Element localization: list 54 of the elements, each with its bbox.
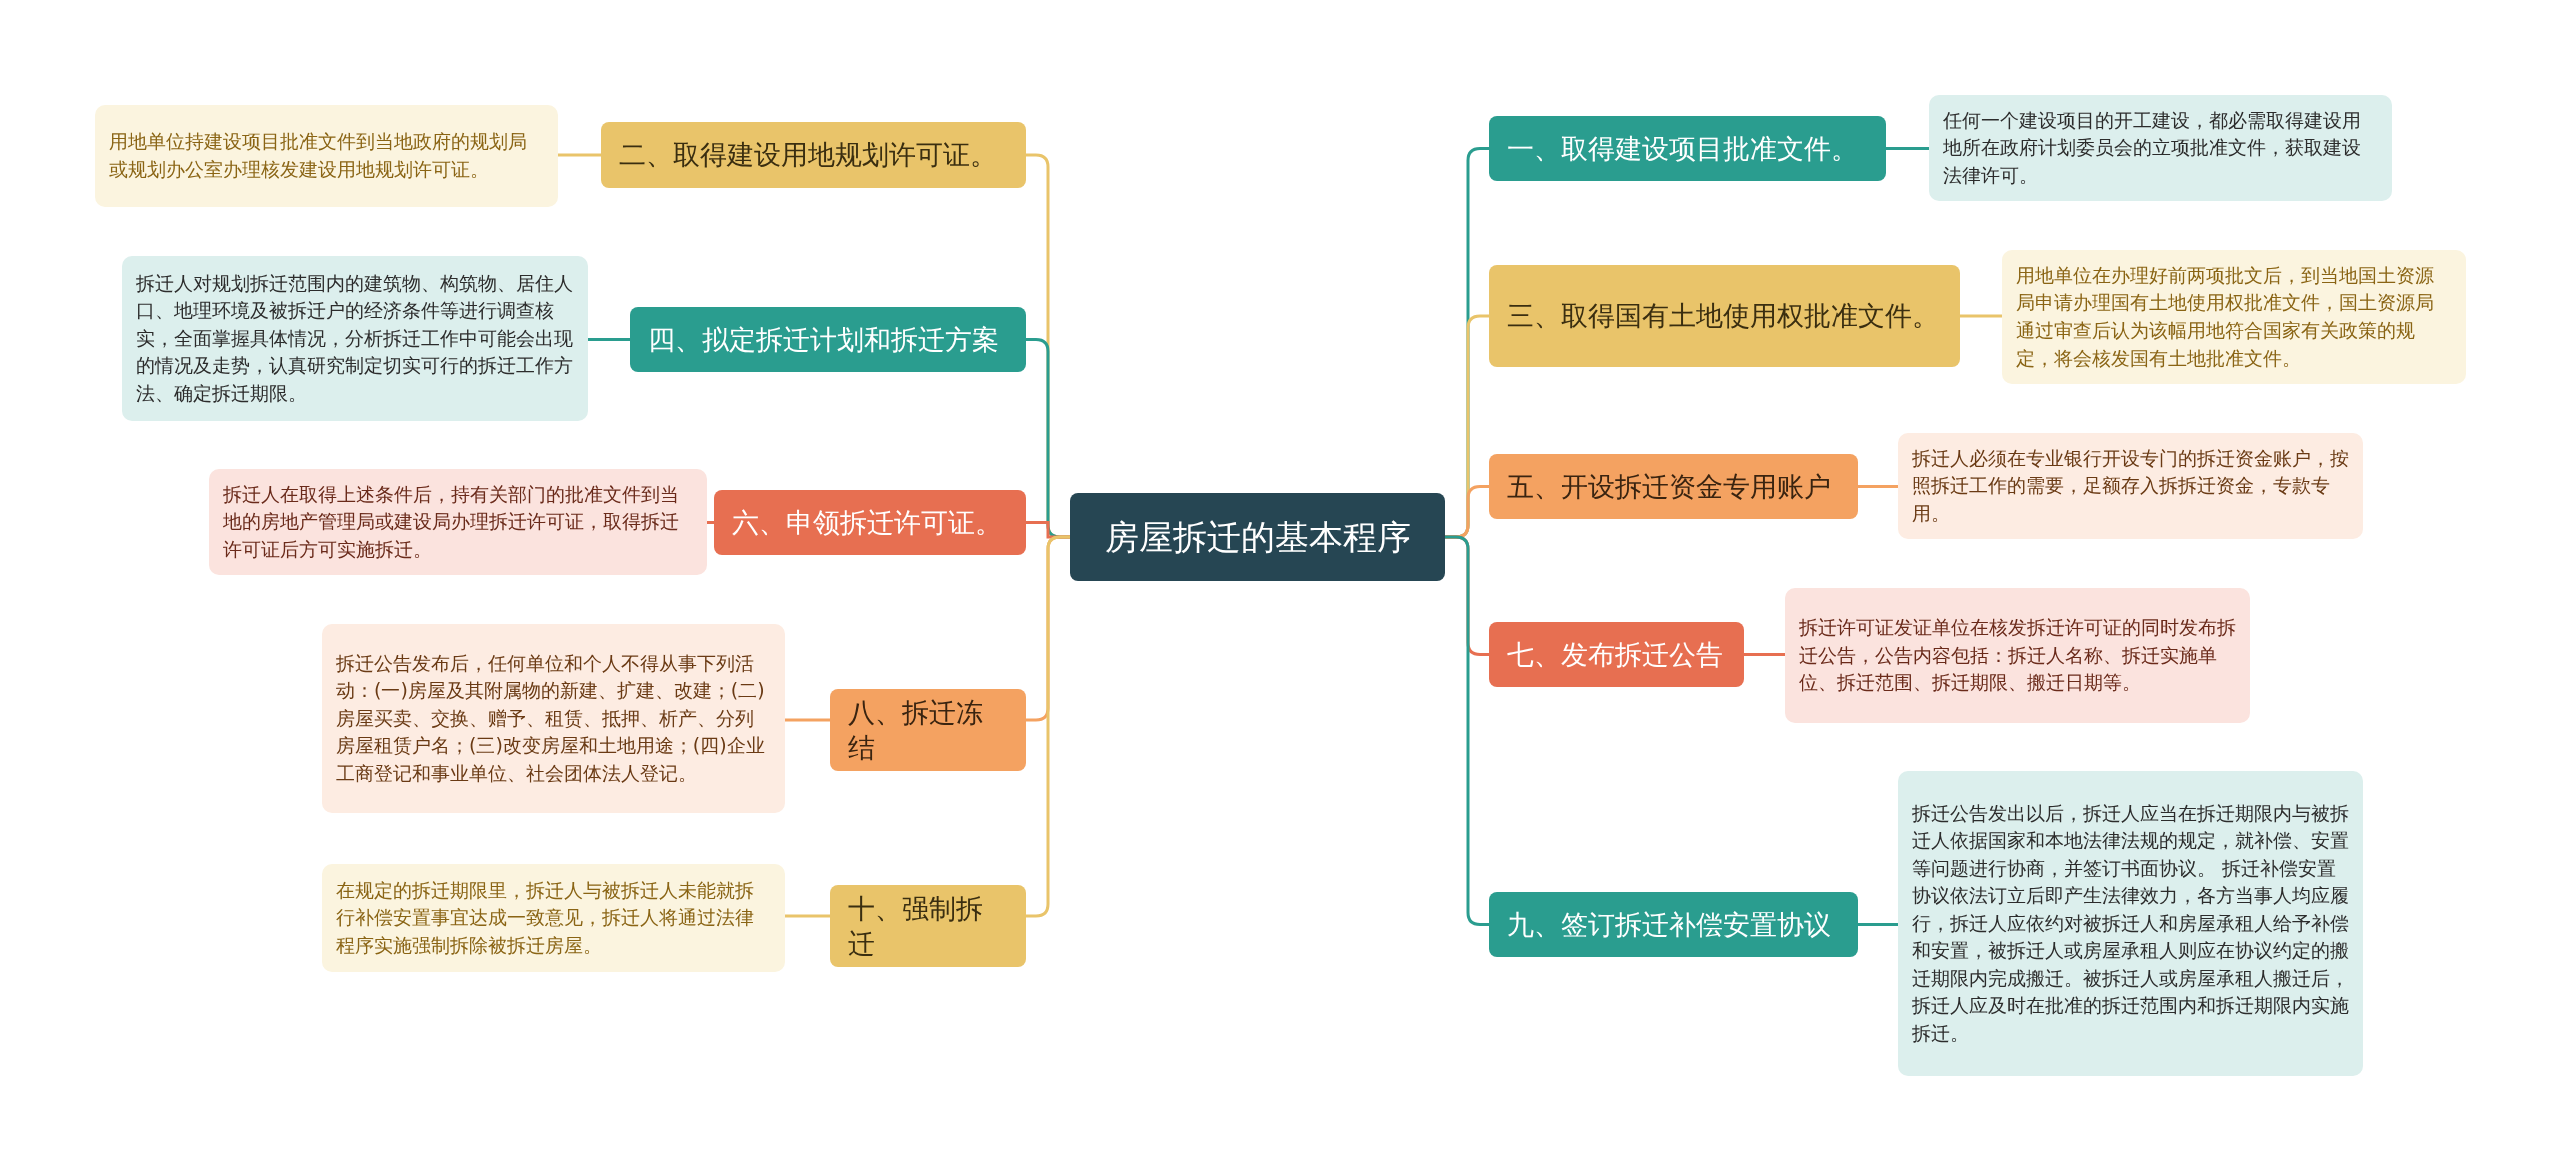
central-topic-box — [1070, 493, 1445, 581]
connector-line — [1858, 485, 1898, 488]
branch-topic-box — [830, 885, 1026, 968]
note-box — [122, 256, 588, 421]
branch-topic-box — [1489, 265, 1960, 367]
note-text: 拆迁公告发布后，任何单位和个人不得从事下列活动：(一)房屋及其附属物的新建、扩建、改建；(二)房屋买卖、交换、赠予、租赁、抵押、析产、分列房屋租赁户名；(三)改变房屋和土地用途；(四)企业工商登记和事业单位、社会团体法人登记。 — [336, 650, 766, 786]
note-text: 拆迁人必须在专业银行开设专门的拆迁资金账户，按照拆迁工作的需要，足额存入拆拆迁资金，专款专用。 — [1912, 445, 2349, 526]
branch-topic-box — [1489, 116, 1886, 181]
branch-topic-box — [1489, 454, 1858, 519]
note-text: 拆迁许可证发证单位在核发拆迁许可证的同时发布拆迁公告，公告内容包括：拆迁人名称、拆迁实施单位、拆迁范围、拆迁期限、搬迁日期等。 — [1799, 615, 2236, 696]
note-text: 拆迁人对规划拆迁范围内的建筑物、构筑物、居住人口、地理环境及被拆迁户的经济条件等进行调查核实，全面掌握具体情况，分析拆迁工作中可能会出现的情况及走势，认真研究制定切实可行的拆迁工作方法、确定拆迁期限。 — [136, 270, 574, 406]
branch-topic-box — [1489, 892, 1858, 957]
note-box — [322, 864, 785, 972]
branch-topic-text: 四、拟定拆迁计划和拆迁方案 — [648, 322, 1000, 357]
note-text: 拆迁人在取得上述条件后，持有关部门的批准文件到当地的房地产管理局或建设局办理拆迁许可证，取得拆迁许可证后方可实施拆迁。 — [223, 481, 680, 562]
connector-line — [1445, 535, 1489, 926]
connector-line — [785, 914, 830, 918]
branch-topic-text: 二、取得建设用地规划许可证。 — [619, 138, 998, 173]
branch-topic-text: 五、开设拆迁资金专用账户 — [1507, 469, 1832, 504]
branch-topic-box — [714, 490, 1026, 555]
connector-line — [558, 153, 601, 157]
note-text: 拆迁公告发出以后，拆迁人应当在拆迁期限内与被拆迁人依据国家和本地法律法规的规定，就补偿、安置等问题进行协商，并签订书面协议。 拆迁补偿安置协议依法订立后即产生法律效力，各方当事人均应履行，拆迁人应依约对被拆迁人和房屋承租人给予补偿和安置，被拆迁人或房屋承租人则应在协议约定的搬迁期限内完成搬迁。被拆迁人或房屋承租人搬迁后，拆迁人应及时在批准的拆迁范围内和拆迁期限内实施拆迁。 — [1912, 800, 2349, 1046]
branch-topic-text: 七、发布拆迁公告 — [1507, 637, 1724, 672]
note-box — [1898, 771, 2363, 1076]
branch-topic-text: 八、拆迁冻结 — [848, 696, 984, 766]
note-text: 在规定的拆迁期限里，拆迁人与被拆迁人未能就拆行补偿安置事宜达成一致意见，拆迁人将通过法律程序实施强制拆除被拆迁房屋。 — [336, 877, 755, 958]
connector-line — [1960, 314, 2002, 318]
branch-topic-text: 九、签订拆迁补偿安置协议 — [1507, 907, 1832, 942]
branch-topic-text: 三、取得国有土地使用权批准文件。 — [1507, 299, 1940, 334]
note-box — [2002, 250, 2466, 384]
branch-topic-text: 六、申领拆迁许可证。 — [732, 505, 1003, 540]
branch-topic-box — [830, 689, 1026, 772]
connector-line — [707, 521, 714, 524]
branch-topic-text: 十、强制拆迁 — [848, 892, 984, 962]
branch-topic-box — [630, 307, 1026, 372]
note-box — [209, 469, 707, 575]
note-box — [1785, 588, 2250, 723]
note-box — [1929, 95, 2392, 201]
connector-line — [1026, 535, 1070, 918]
branch-topic-box — [601, 122, 1026, 188]
note-box — [1898, 433, 2363, 539]
note-text: 用地单位持建设项目批准文件到当地政府的规划局或规划办公室办理核发建设用地规划许可证。 — [109, 129, 528, 182]
note-box — [95, 105, 558, 207]
note-box — [322, 624, 785, 813]
connector-line — [1744, 653, 1785, 656]
connector-line — [1858, 923, 1898, 926]
branch-topic-box — [1489, 622, 1744, 687]
note-text: 用地单位在办理好前两项批文后，到当地国土资源局申请办理国有土地使用权批准文件，国土资源局通过审查后认为该幅用地符合国家有关政策的规定，将会核发国有土地批准文件。 — [2016, 262, 2435, 371]
note-text: 任何一个建设项目的开工建设，都必需取得建设用地所在政府计划委员会的立项批准文件，获取建设法律许可。 — [1943, 107, 2362, 188]
connector-line — [588, 338, 630, 341]
central-topic-text: 房屋拆迁的基本程序 — [1103, 515, 1412, 559]
branch-topic-text: 一、取得建设项目批准文件。 — [1507, 131, 1859, 166]
connector-line — [785, 718, 830, 722]
connector-line — [1886, 147, 1929, 150]
